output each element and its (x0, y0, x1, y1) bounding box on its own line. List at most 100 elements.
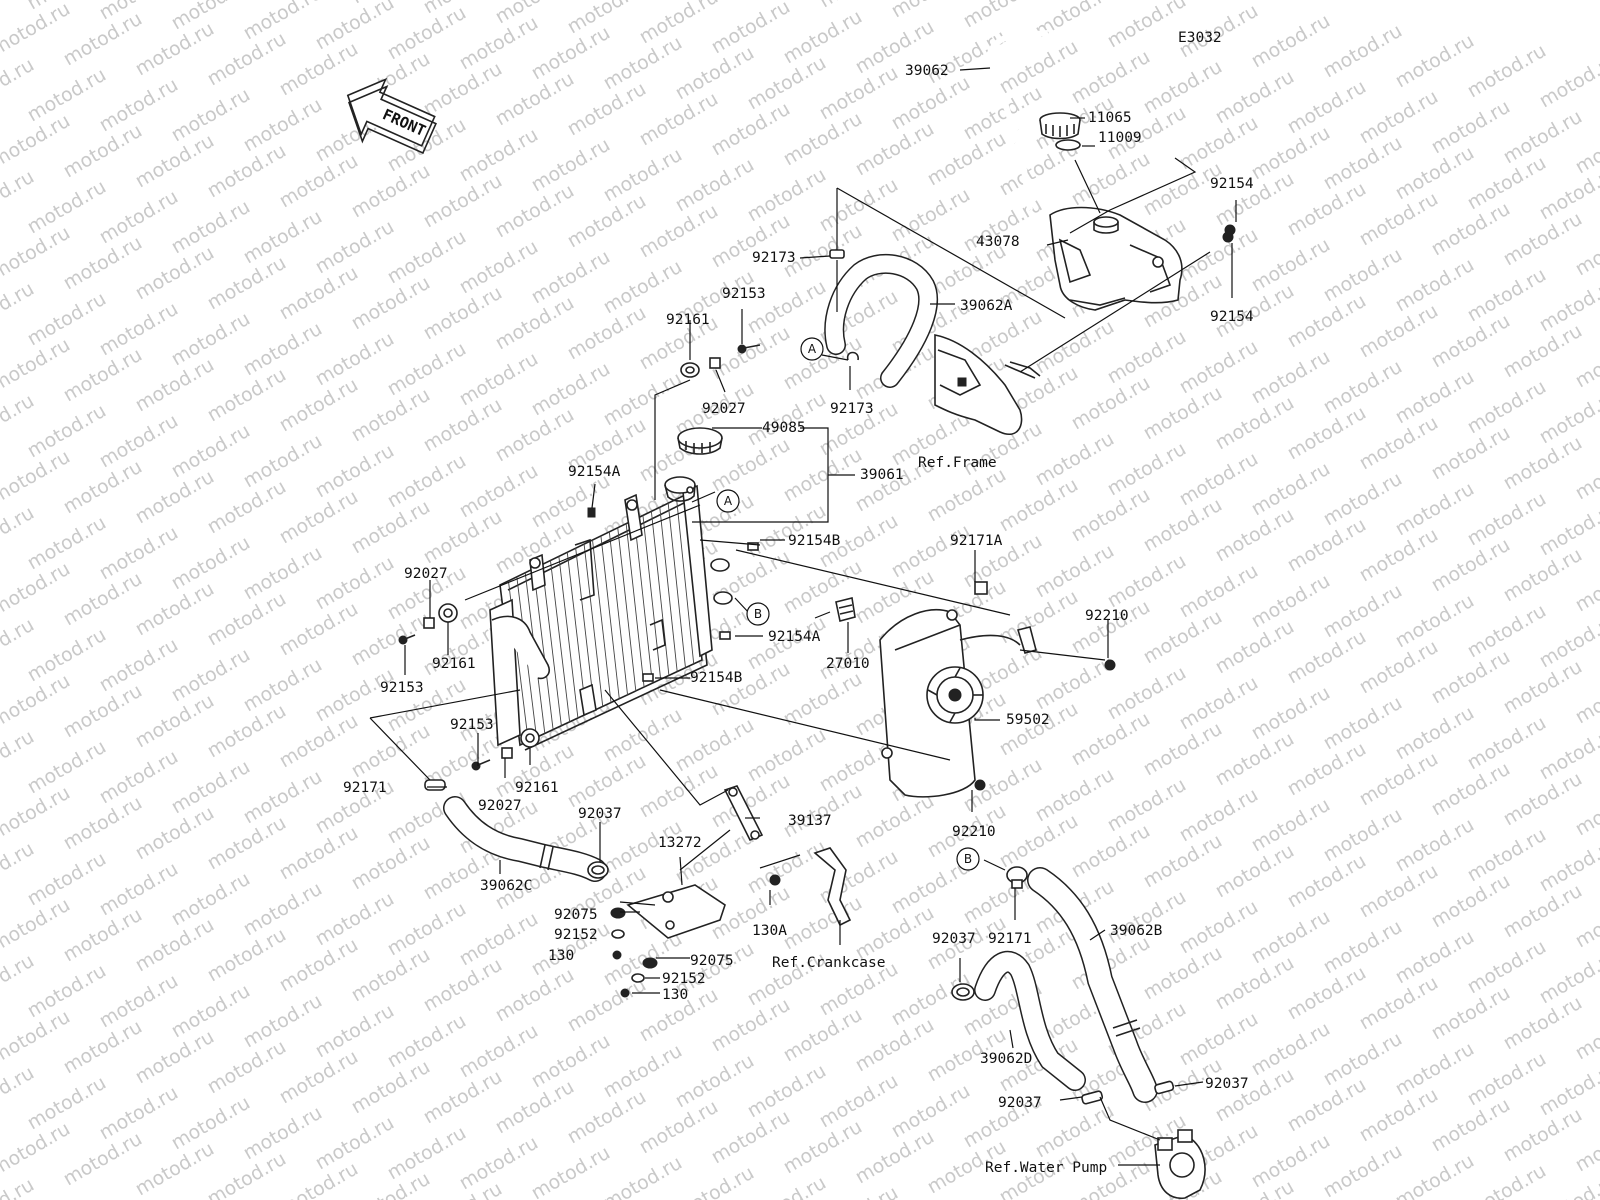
grommet-92161-left (438, 603, 458, 623)
hose-clamp-92037-left (587, 861, 609, 879)
radiator-fin (634, 519, 653, 684)
radiator-fin (541, 564, 562, 726)
label-92154b-mid: 92154B (690, 670, 743, 686)
diagram-code: E3032 (1178, 30, 1222, 46)
bolt-130-a (612, 950, 622, 960)
radiator-cap-49085 (677, 427, 723, 455)
washer-92075-b (642, 957, 658, 969)
label-92173-a: 92173 (752, 250, 796, 266)
radiator-fin (550, 560, 571, 722)
bolt-92154b-mid (642, 673, 654, 682)
radiator-fin (566, 552, 587, 715)
label-92173-b: 92173 (830, 401, 874, 417)
label-92171a: 92171A (950, 533, 1003, 549)
clamp-92171-left (424, 779, 446, 791)
bracket-39137 (723, 785, 764, 842)
label-130-b: 130 (662, 987, 688, 1003)
label-92154b-top: 92154B (788, 533, 841, 549)
collar-92027-top (709, 357, 721, 369)
hose-39062d (974, 950, 1086, 1091)
ref-circle-b-1: B (746, 602, 770, 626)
label-39061: 39061 (860, 467, 904, 483)
label-92037-left: 92037 (578, 806, 622, 822)
label-11009: 11009 (1098, 130, 1142, 146)
label-92154-mid: 92154 (1210, 309, 1254, 325)
label-92153-left: 92153 (380, 680, 424, 696)
label-39062b: 39062B (1110, 923, 1163, 939)
bolt-92154-mid (1222, 231, 1234, 243)
cooling-fan-59502 (879, 609, 1037, 798)
frame-bracket-reference (934, 334, 1041, 435)
hose-39062a (824, 253, 939, 388)
label-92210-low: 92210 (952, 824, 996, 840)
ref-circle-a-1: A (800, 337, 824, 361)
bolt-92153-left (398, 634, 416, 645)
label-49085: 49085 (762, 420, 806, 436)
bolt-130a (769, 874, 781, 886)
watermark-text: motod.ru (672, 1162, 758, 1200)
label-92153-top: 92153 (722, 286, 766, 302)
washer-92075-a (610, 907, 626, 919)
label-92154a-mid: 92154A (768, 629, 821, 645)
radiator-fin (558, 556, 579, 719)
temp-sensor-27010 (835, 597, 856, 622)
water-pump-reference (1154, 1129, 1206, 1200)
part-labels: E3032 39062 11065 11009 92154 43078 9215… (343, 30, 1254, 1176)
label-92027-low: 92027 (478, 798, 522, 814)
reservoir-tank-43078 (1049, 206, 1183, 311)
reservoir-cap-11065 (1039, 112, 1081, 140)
label-11065: 11065 (1088, 110, 1132, 126)
label-130a: 130A (752, 923, 787, 939)
radiator-fin (650, 511, 670, 676)
watermark-text: motod.ru (0, 1174, 38, 1200)
label-92152-b: 92152 (662, 971, 706, 987)
bolt-92154a-top (587, 507, 596, 518)
svg-text:B: B (754, 607, 762, 621)
label-59502: 59502 (1006, 712, 1050, 728)
label-92075-b: 92075 (690, 953, 734, 969)
radiator-fin (600, 535, 620, 699)
label-92161-left: 92161 (432, 656, 476, 672)
label-92154a-top: 92154A (568, 464, 621, 480)
clamp-92173-a (829, 249, 845, 259)
radiator-fin (575, 548, 595, 711)
leader-lines (369, 67, 1237, 1166)
radiator-fin (583, 544, 604, 707)
label-92161-top: 92161 (666, 312, 710, 328)
radiator-fin (592, 539, 612, 703)
hose-39062b (1027, 867, 1158, 1103)
label-92152-a: 92152 (554, 927, 598, 943)
bolt-130-b (620, 988, 630, 998)
label-ref-water-pump: Ref.Water Pump (985, 1160, 1107, 1176)
collar-92027-left (423, 617, 435, 629)
label-92154-top: 92154 (1210, 176, 1254, 192)
label-39062d: 39062D (980, 1051, 1032, 1067)
guard-plate-13272 (626, 884, 726, 939)
clamp-92171-right (1006, 866, 1028, 889)
label-39062: 39062 (905, 63, 949, 79)
svg-text:A: A (724, 494, 733, 508)
radiator-fin (642, 515, 662, 680)
label-39062c: 39062C (480, 878, 532, 894)
label-92075-a: 92075 (554, 907, 598, 923)
svg-text:A: A (808, 342, 817, 356)
label-92153-low: 92153 (450, 717, 494, 733)
label-39137: 39137 (788, 813, 832, 829)
bolt-92154a-mid (719, 631, 731, 640)
watermark-text: motod.ru (744, 1172, 830, 1200)
label-39062a: 39062A (960, 298, 1013, 314)
collar-92027-low (501, 747, 513, 759)
nut-92210-top (1104, 659, 1116, 671)
nut-92210-low (974, 779, 986, 791)
label-ref-crankcase: Ref.Crankcase (772, 955, 886, 971)
radiator-core (489, 476, 733, 751)
svg-text:B: B (964, 852, 972, 866)
label-43078: 43078 (976, 234, 1020, 250)
radiator-fin (625, 523, 645, 688)
watermark-text: motod.ru (1464, 1160, 1550, 1200)
label-92027-left: 92027 (404, 566, 448, 582)
label-92161-low: 92161 (515, 780, 559, 796)
